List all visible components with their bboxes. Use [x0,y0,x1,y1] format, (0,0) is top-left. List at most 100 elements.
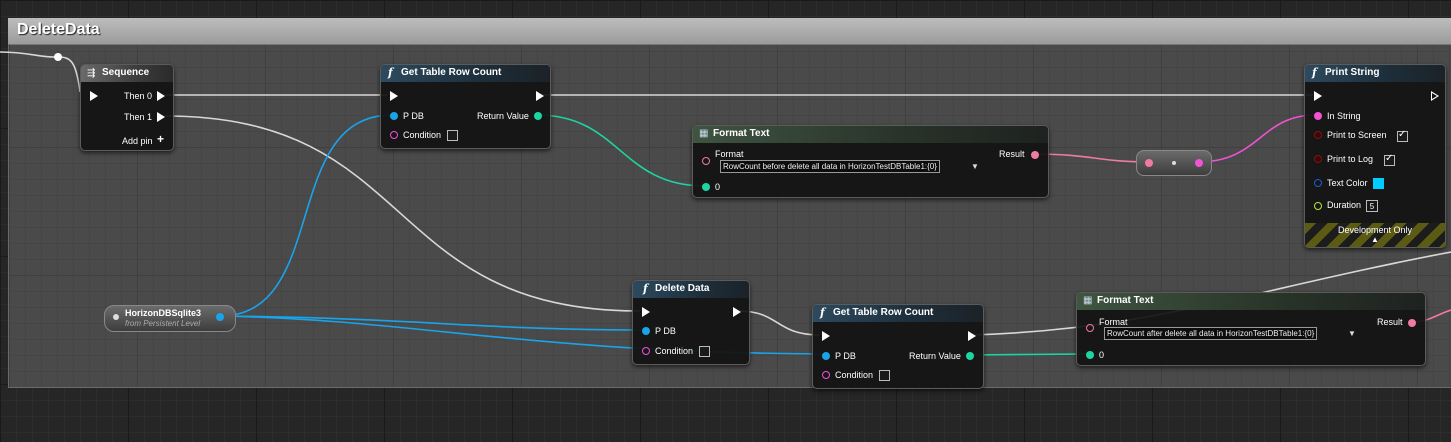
print-screen-pin[interactable] [1314,131,1322,139]
horizon-db-variable-node[interactable]: HorizonDBSqlite3 from Persistent Level [104,305,236,332]
delete-condition-label: Condition [655,346,694,356]
format-text-node-2[interactable]: ▦ Format Text Format RowCount after dele… [1076,292,1426,366]
int-wire-2 [967,353,1088,356]
print-duration-label: Duration [1327,200,1362,210]
sequence-exec-in-pin[interactable] [90,91,98,101]
variable-left-dot [113,314,119,320]
format-2-arg0-pin[interactable] [1086,351,1094,359]
object-wire-rowcount1 [219,114,393,317]
exec-wire-then1-delete [164,115,641,312]
conversion-in-pin[interactable] [1145,159,1153,167]
row-count-2-return-pin[interactable] [966,352,974,360]
comment-box [8,18,1451,388]
delete-data-node[interactable]: f Delete Data P DB Condition [632,280,750,365]
print-color-swatch[interactable] [1373,178,1384,189]
row-count-2-return-label: Return Value [909,351,961,361]
conversion-dot [1172,161,1176,165]
print-duration-field[interactable]: 5 [1366,200,1378,212]
format-text-icon: ▦ [1083,295,1093,306]
conversion-node[interactable] [1136,150,1212,176]
add-pin-plus-icon[interactable]: + [157,132,165,146]
print-in-string-label: In String [1327,111,1361,121]
row-count-1-header [381,65,550,82]
format-2-result-pin[interactable] [1408,319,1416,327]
format-1-result-pin[interactable] [1031,151,1039,159]
delete-condition-checkbox[interactable] [699,346,710,357]
row-count-2-header [813,305,983,322]
format-text-icon: ▦ [699,128,709,139]
sequence-then1-pin[interactable] [157,112,165,122]
print-title: Print String [1325,67,1380,78]
comment-title: DeleteData [17,21,100,38]
row-count-2-condition-pin[interactable] [822,371,830,379]
format-2-arg0-label: 0 [1099,350,1105,360]
delete-condition-pin[interactable] [642,347,650,355]
sequence-then0-pin[interactable] [157,91,165,101]
format-text-node-1[interactable]: ▦ Format Text Format RowCount before del… [692,125,1049,198]
print-log-checkbox[interactable] [1384,153,1395,166]
print-exec-in-pin[interactable] [1314,91,1322,101]
format-1-format-field[interactable]: RowCount before delete all data in Horiz… [720,160,940,173]
row-count-2-condition-label: Condition [835,370,874,380]
function-icon: f [643,282,648,295]
reroute-knot [54,53,62,61]
variable-out-pin[interactable] [216,313,224,321]
format-1-arg0-pin[interactable] [702,183,710,191]
exec-wire-entry [0,51,81,93]
exec-wire-delete-rowcount2 [737,310,821,336]
function-icon: f [820,306,825,319]
delete-exec-out-pin[interactable] [733,307,741,317]
format-2-dropdown-icon[interactable]: ▼ [1348,329,1356,338]
format-2-format-field[interactable]: RowCount after delete all data in Horizo… [1104,327,1318,340]
format-1-format-label: Format [715,149,744,159]
delete-pdb-pin[interactable] [642,327,650,335]
print-log-pin[interactable] [1314,155,1322,163]
row-count-2-condition-checkbox[interactable] [879,370,890,381]
row-count-2-exec-in-pin[interactable] [822,331,830,341]
variable-name: HorizonDBSqlite3 [125,308,202,318]
delete-pdb-label: P DB [655,326,676,336]
row-count-2-pdb-label: P DB [835,351,856,361]
print-color-label: Text Color [1327,178,1368,188]
delete-exec-in-pin[interactable] [642,307,650,317]
delete-title: Delete Data [655,283,710,294]
text-wire-1 [1033,153,1149,163]
row-count-1-return-pin[interactable] [534,112,542,120]
development-only-banner: Development Only ▲ [1305,223,1445,247]
comment-title-bar[interactable]: DeleteData [8,18,1451,45]
print-color-pin[interactable] [1314,179,1322,187]
variable-context: from Persistent Level [125,319,201,328]
row-count-1-condition-checkbox[interactable] [447,130,458,141]
format-2-format-pin[interactable] [1086,324,1094,332]
get-table-row-count-node-1[interactable]: f Get Table Row Count P DB Return Value … [380,64,551,149]
function-icon: f [1312,66,1317,79]
format-2-header [1077,293,1425,310]
sequence-node[interactable]: ⇶ Sequence Then 0 Then 1 Add pin + [80,64,174,151]
add-pin-label[interactable]: Add pin [122,136,153,146]
sequence-then1-label: Then 1 [124,112,153,122]
format-1-format-pin[interactable] [702,157,710,165]
object-wire-delete [219,315,641,331]
row-count-1-exec-out-pin[interactable] [536,91,544,101]
conversion-out-pin[interactable] [1195,159,1203,167]
row-count-1-condition-pin[interactable] [390,131,398,139]
string-wire [1197,114,1317,163]
format-2-title: Format Text [1097,295,1154,306]
get-table-row-count-node-2[interactable]: f Get Table Row Count P DB Return Value … [812,304,984,389]
row-count-2-pdb-pin[interactable] [822,352,830,360]
row-count-2-title: Get Table Row Count [833,307,934,318]
row-count-1-exec-in-pin[interactable] [390,91,398,101]
print-duration-pin[interactable] [1314,202,1322,210]
print-in-string-pin[interactable] [1314,112,1322,120]
print-log-label: Print to Log [1327,154,1374,164]
row-count-2-exec-out-pin[interactable] [968,331,976,341]
row-count-1-pdb-label: P DB [403,111,424,121]
sequence-title: Sequence [102,67,150,78]
print-screen-checkbox[interactable] [1397,129,1408,142]
format-1-result-label: Result [999,149,1025,159]
row-count-1-pdb-pin[interactable] [390,112,398,120]
print-exec-out-pin[interactable] [1431,91,1439,101]
expand-arrow-icon[interactable]: ▲ [1371,235,1379,244]
print-string-node[interactable]: f Print String In String Print to Screen… [1304,64,1446,248]
format-1-dropdown-icon[interactable]: ▼ [971,162,979,171]
